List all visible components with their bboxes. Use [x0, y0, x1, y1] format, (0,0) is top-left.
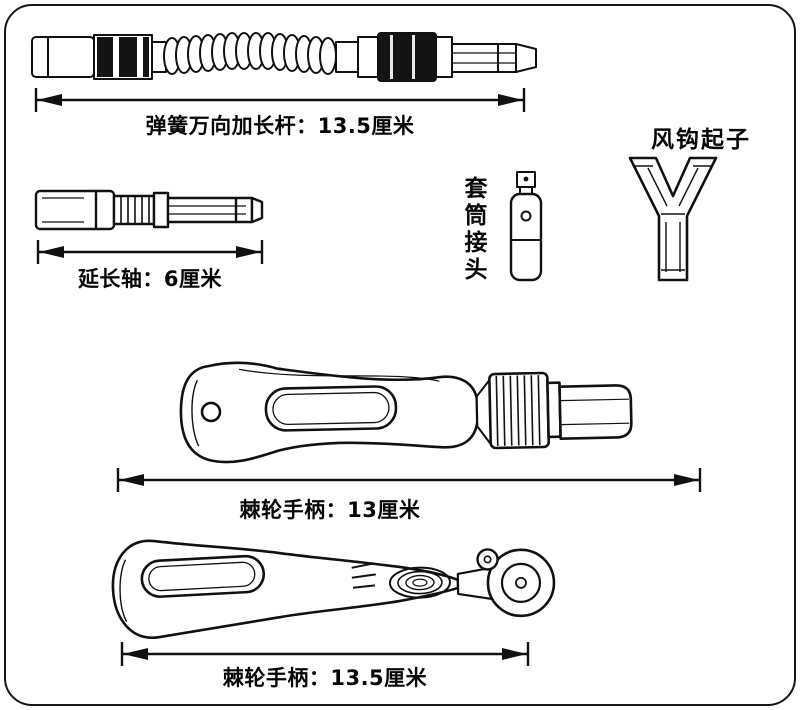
ratchet-handle-13-5cm-label: 棘轮手柄：13.5厘米 — [222, 666, 428, 690]
dimension-arrow-extension-shaft — [36, 240, 264, 264]
extension-shaft-drawing — [34, 189, 264, 231]
dimension-arrow-ratchet-13cm — [116, 468, 702, 492]
socket-adapter-bit-drawing — [509, 171, 543, 282]
dimension-arrow-ratchet-13-5cm — [120, 642, 530, 666]
hook-driver-drawing — [628, 156, 718, 282]
socket-adapter-label: 套筒接头 — [464, 176, 488, 284]
hook-driver-label: 风钩起子 — [651, 127, 751, 153]
dimension-arrow-spring-rod — [34, 88, 526, 112]
ratchet-handle-13cm-label: 棘轮手柄：13厘米 — [239, 498, 421, 522]
ratchet-handle-13-5cm-drawing — [111, 539, 556, 639]
spring-extension-rod-drawing — [31, 32, 537, 82]
ratchet-handle-13cm-drawing — [179, 361, 633, 464]
spring-rod-label: 弹簧万向加长杆：13.5厘米 — [145, 114, 415, 138]
extension-shaft-label: 延长轴：6厘米 — [77, 267, 223, 291]
